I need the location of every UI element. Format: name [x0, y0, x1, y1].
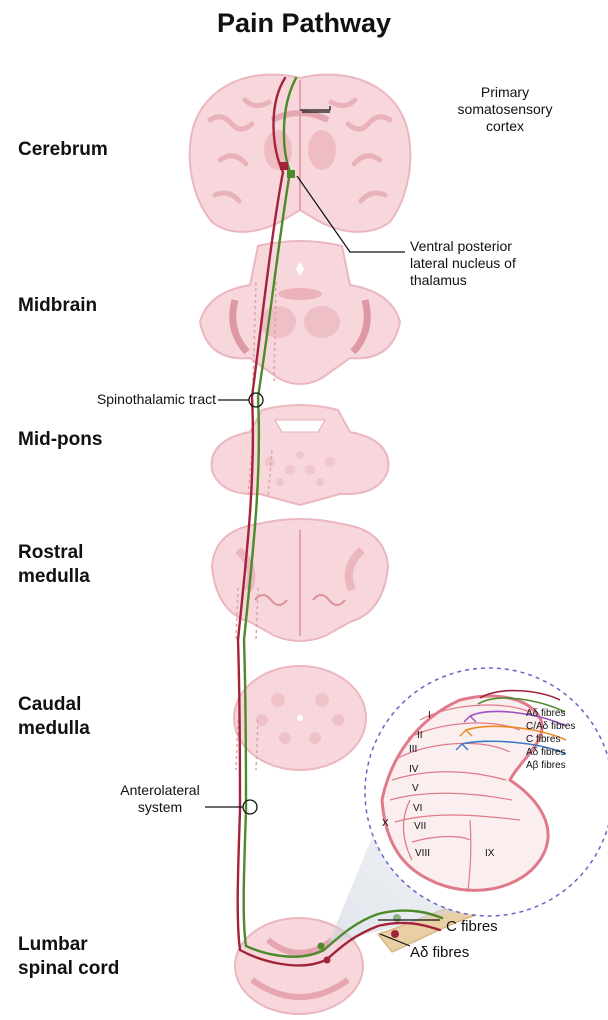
- lamina-label-ii: II: [417, 727, 423, 744]
- region-label-midpons: Mid-pons: [18, 428, 102, 452]
- lamina-label-vi: VI: [413, 800, 422, 817]
- figure-title: Pain Pathway: [0, 8, 608, 39]
- midbrain-section: [200, 241, 400, 384]
- lamina-label-i: I: [428, 707, 431, 724]
- lamina-label-viii: VIII: [415, 845, 430, 862]
- callout-c-fibres: C fibres: [446, 918, 498, 935]
- fibre-legend-item: Aβ fibres: [526, 757, 566, 774]
- lamina-label-iii: III: [409, 741, 417, 758]
- region-label-midbrain: Midbrain: [18, 294, 97, 318]
- callout-spinothalamic-tract: Spinothalamic tract: [40, 391, 216, 408]
- region-label-caudal-medulla: Caudal medulla: [18, 693, 90, 741]
- callout-vpl-thalamus: Ventral posterior lateral nucleus of tha…: [410, 238, 590, 289]
- lamina-label-x: X: [382, 815, 389, 832]
- midpons-section: [212, 405, 389, 505]
- callout-primary-somatosensory-cortex: Primary somatosensory cortex: [430, 84, 580, 135]
- lamina-label-iv: IV: [409, 761, 418, 778]
- caudal-medulla-section: [234, 666, 366, 770]
- dorsal-horn-inset: [365, 668, 608, 916]
- region-label-lumbar: Lumbar spinal cord: [18, 933, 119, 981]
- cerebrum-section: [190, 75, 411, 232]
- lamina-label-ix: IX: [485, 845, 494, 862]
- region-label-cerebrum: Cerebrum: [18, 138, 108, 162]
- lamina-label-v: V: [412, 780, 419, 797]
- callout-anterolateral-system: Anterolateral system: [100, 782, 220, 816]
- callout-ad-fibres: Aδ fibres: [410, 944, 469, 961]
- region-label-rostral-medulla: Rostral medulla: [18, 541, 90, 589]
- rostral-medulla-section: [212, 519, 388, 641]
- lamina-label-vii: VII: [414, 818, 426, 835]
